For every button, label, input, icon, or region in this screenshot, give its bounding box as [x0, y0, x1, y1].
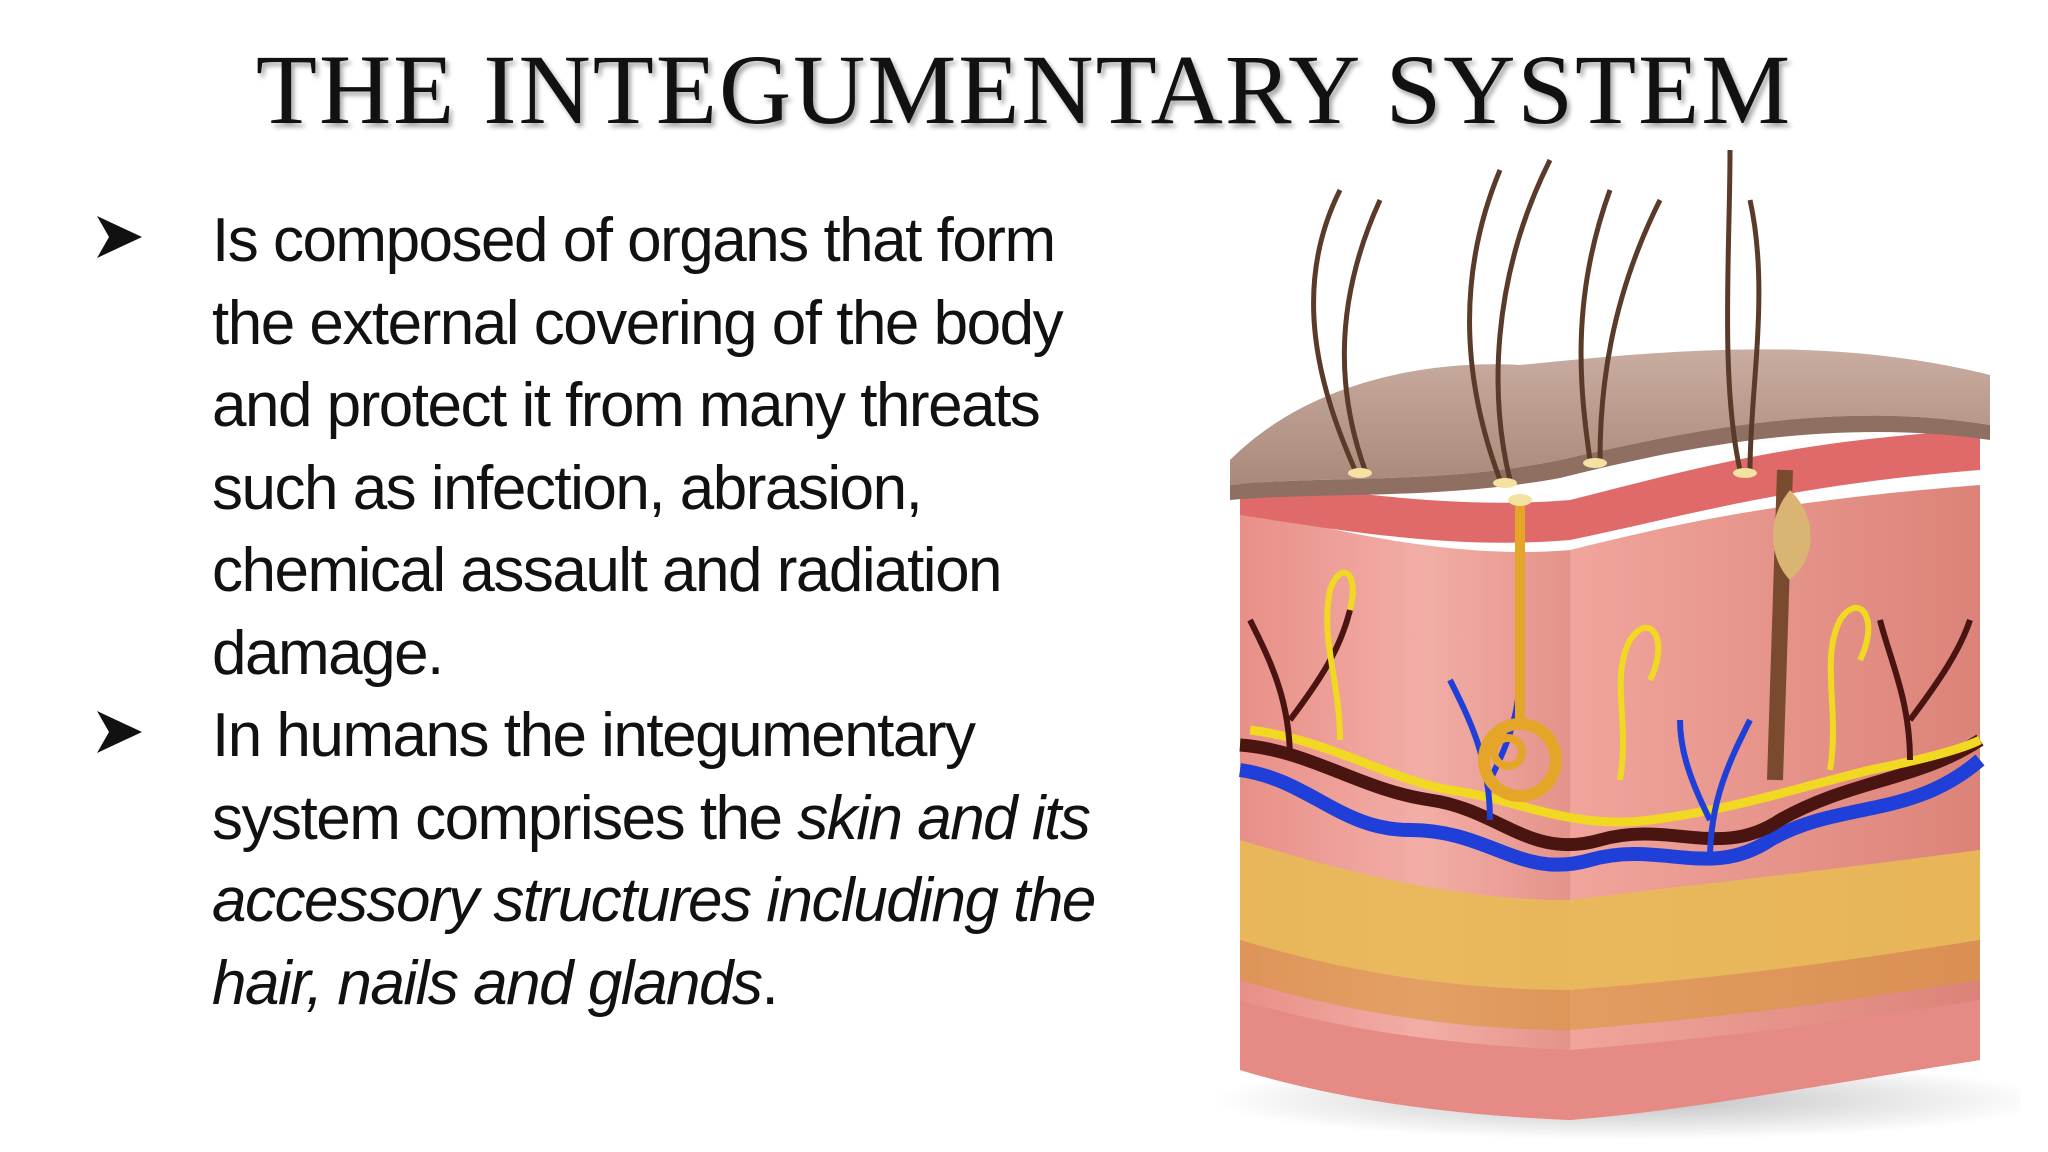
- bullet-item: In humans the integumentary system compr…: [95, 695, 1096, 1026]
- arrowhead-bullet-icon: [97, 711, 142, 753]
- muscle-layer: [1240, 1000, 1980, 1120]
- bullet-list: Is composed of organs that form the exte…: [95, 200, 1096, 1026]
- capillary: [1877, 619, 1973, 761]
- bullet-line: and protect it from many threats: [212, 371, 1041, 440]
- bullet-line: the external covering of the body: [212, 288, 1064, 358]
- hair-pores: [1348, 458, 1757, 506]
- slide-title: THE INTEGUMENTARY SYSTEM: [255, 34, 1793, 145]
- bullet-italic-text: skin and its: [797, 783, 1091, 853]
- bullet-italic-text: hair, nails and glands: [212, 948, 763, 1018]
- bullet-line: In humans the integumentary: [212, 701, 976, 770]
- capillary: [1247, 609, 1353, 761]
- bullet-text: .: [761, 948, 779, 1018]
- bullet-line: chemical assault and radiation: [212, 536, 1003, 605]
- bullet-line: Is composed of organs that form: [212, 206, 1056, 275]
- bullet-line: hair, nails and glands.: [212, 943, 1095, 1026]
- fat-band: [1240, 940, 1980, 1030]
- bullet-italic-text: accessory structures including the: [212, 866, 1096, 935]
- bullet-item: Is composed of organs that form the exte…: [95, 200, 1095, 695]
- capillary: [1677, 718, 1753, 861]
- epidermis-edge: [1230, 415, 1990, 500]
- sweat-gland: [1478, 718, 1562, 802]
- epidermis-layer: [1240, 430, 1980, 543]
- bullet-text: system comprises the: [212, 783, 798, 853]
- bullet-line: accessory structures including the: [212, 860, 1096, 943]
- bullet-line: such as infection, abrasion,: [212, 453, 923, 523]
- arrowhead-bullet-icon: [97, 216, 142, 258]
- vein: [1238, 754, 1985, 872]
- subcutaneous-fat-layer: [1240, 840, 1980, 990]
- bullet-line: damage.: [212, 618, 444, 688]
- nerve-ending: [1617, 624, 1662, 781]
- bullet-line: system comprises the skin and its: [212, 778, 1095, 861]
- epidermis-surface: [1230, 349, 1990, 485]
- sebaceous-gland: [1773, 490, 1811, 580]
- skin-cross-section-illustration: [1210, 149, 2020, 1140]
- hair-strands: [1311, 149, 1762, 481]
- sweat-gland-coil: [1490, 734, 1526, 770]
- artery: [1239, 734, 1984, 852]
- nerve: [1249, 725, 1983, 827]
- nerve-ending: [1324, 569, 1356, 741]
- nerve-ending: [1827, 604, 1872, 771]
